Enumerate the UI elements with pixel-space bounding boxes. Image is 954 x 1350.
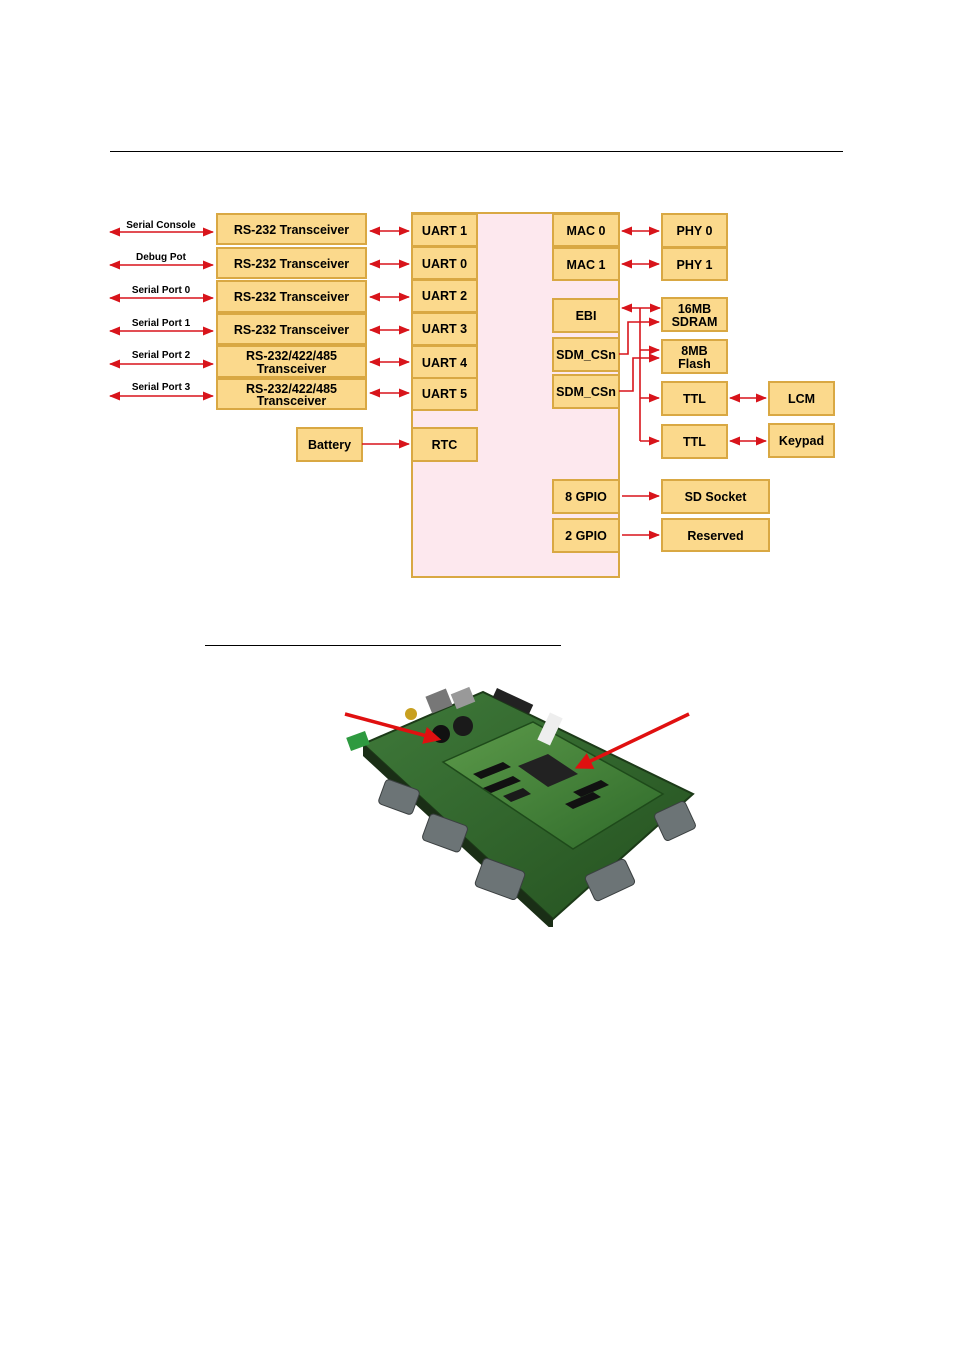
ebi-box [552,298,620,333]
ttl2-box [661,424,728,459]
sdm2-bus [619,353,661,392]
header-rule [110,151,843,152]
sdm-cs1-label: SDM_CSn [556,348,616,362]
transceiver-box [216,313,367,345]
sd-socket-box [661,479,770,514]
uart-label: UART 5 [422,387,467,401]
uart-label: UART 4 [422,356,467,370]
ttl1-label: TTL [683,392,706,406]
sd-socket-label: SD Socket [685,490,748,504]
transceiver-box [216,247,367,279]
bus-connectors [619,226,768,540]
uart-label: UART 2 [422,289,467,303]
port-label: Debug Pot [136,252,187,263]
uart-box [411,246,478,280]
uart-label: UART 1 [422,224,467,238]
sdram-label: SDRAM [672,315,718,329]
port-label: Serial Port 3 [132,382,191,393]
port-label: Serial Port 2 [132,350,191,361]
sdram-box [661,297,728,332]
reserved-label: Reserved [687,529,743,543]
gpio2-box [552,518,620,553]
port-label: Serial Console [126,220,196,231]
mac1-label: MAC 1 [567,258,606,272]
lcm-box [768,381,835,416]
flash-box [661,339,728,374]
mac0-label: MAC 0 [567,224,606,238]
phy1-label: PHY 1 [677,258,713,272]
gpio2-label: 2 GPIO [565,529,607,543]
rtc-label: RTC [432,438,458,452]
phy1-box [661,247,728,281]
transceiver-label: RS-232 Transceiver [234,257,349,271]
phy0-label: PHY 0 [677,224,713,238]
transceiver-label: RS-232/422/485 [246,349,337,363]
transceiver-box [216,345,367,378]
transceiver-box [216,378,367,410]
ttl1-box [661,381,728,416]
mac0-box [552,213,620,247]
port-label: Serial Port 0 [132,285,191,296]
flash-label: Flash [678,357,711,371]
battery-box [296,427,363,462]
board-photo [343,684,703,927]
transceiver-label: Transceiver [257,394,327,408]
ebi-label: EBI [576,309,597,323]
gpio8-label: 8 GPIO [565,490,607,504]
block-diagram: Serial Console RS-232 Transceiver UART 1… [108,212,835,578]
lcm-label: LCM [788,392,815,406]
flash-label: 8MB [681,344,707,358]
transceiver-label: RS-232 Transceiver [234,290,349,304]
serial-row-0: Serial Console RS-232 Transceiver UART 1 [108,213,478,247]
uart-box [411,377,478,411]
keypad-label: Keypad [779,434,824,448]
ttl2-label: TTL [683,435,706,449]
rtc-box [411,427,478,462]
sdm1-bus [619,317,661,355]
battery-label: Battery [308,438,351,452]
sdram-label: 16MB [678,302,711,316]
reserved-box [661,518,770,552]
serial-row-1: Debug Pot RS-232 Transceiver UART 0 [108,246,478,280]
transceiver-box [216,213,367,245]
keypad-box [768,423,835,458]
uart-box [411,213,478,247]
sdm-cs2-box [552,374,620,409]
serial-row-4: Serial Port 2 RS-232/422/485 Transceiver… [108,345,478,379]
uart-label: UART 3 [422,322,467,336]
gpio8-box [552,479,620,514]
port-label: Serial Port 1 [132,318,191,329]
sdm-cs1-box [552,337,620,372]
serial-row-3: Serial Port 1 RS-232 Transceiver UART 3 [108,312,478,346]
serial-row-2: Serial Port 0 RS-232 Transceiver UART 2 [108,279,478,313]
uart-box [411,345,478,379]
uart-label: UART 0 [422,257,467,271]
sdm-cs2-label: SDM_CSn [556,385,616,399]
phy0-box [661,213,728,248]
transceiver-box [216,280,367,313]
uart-box [411,312,478,346]
mac1-box [552,247,620,281]
transceiver-label: Transceiver [257,362,327,376]
transceiver-label: RS-232 Transceiver [234,223,349,237]
transceiver-label: RS-232/422/485 [246,382,337,396]
serial-row-5: Serial Port 3 RS-232/422/485 Transceiver… [108,377,478,411]
transceiver-label: RS-232 Transceiver [234,323,349,337]
section-rule [205,645,561,646]
